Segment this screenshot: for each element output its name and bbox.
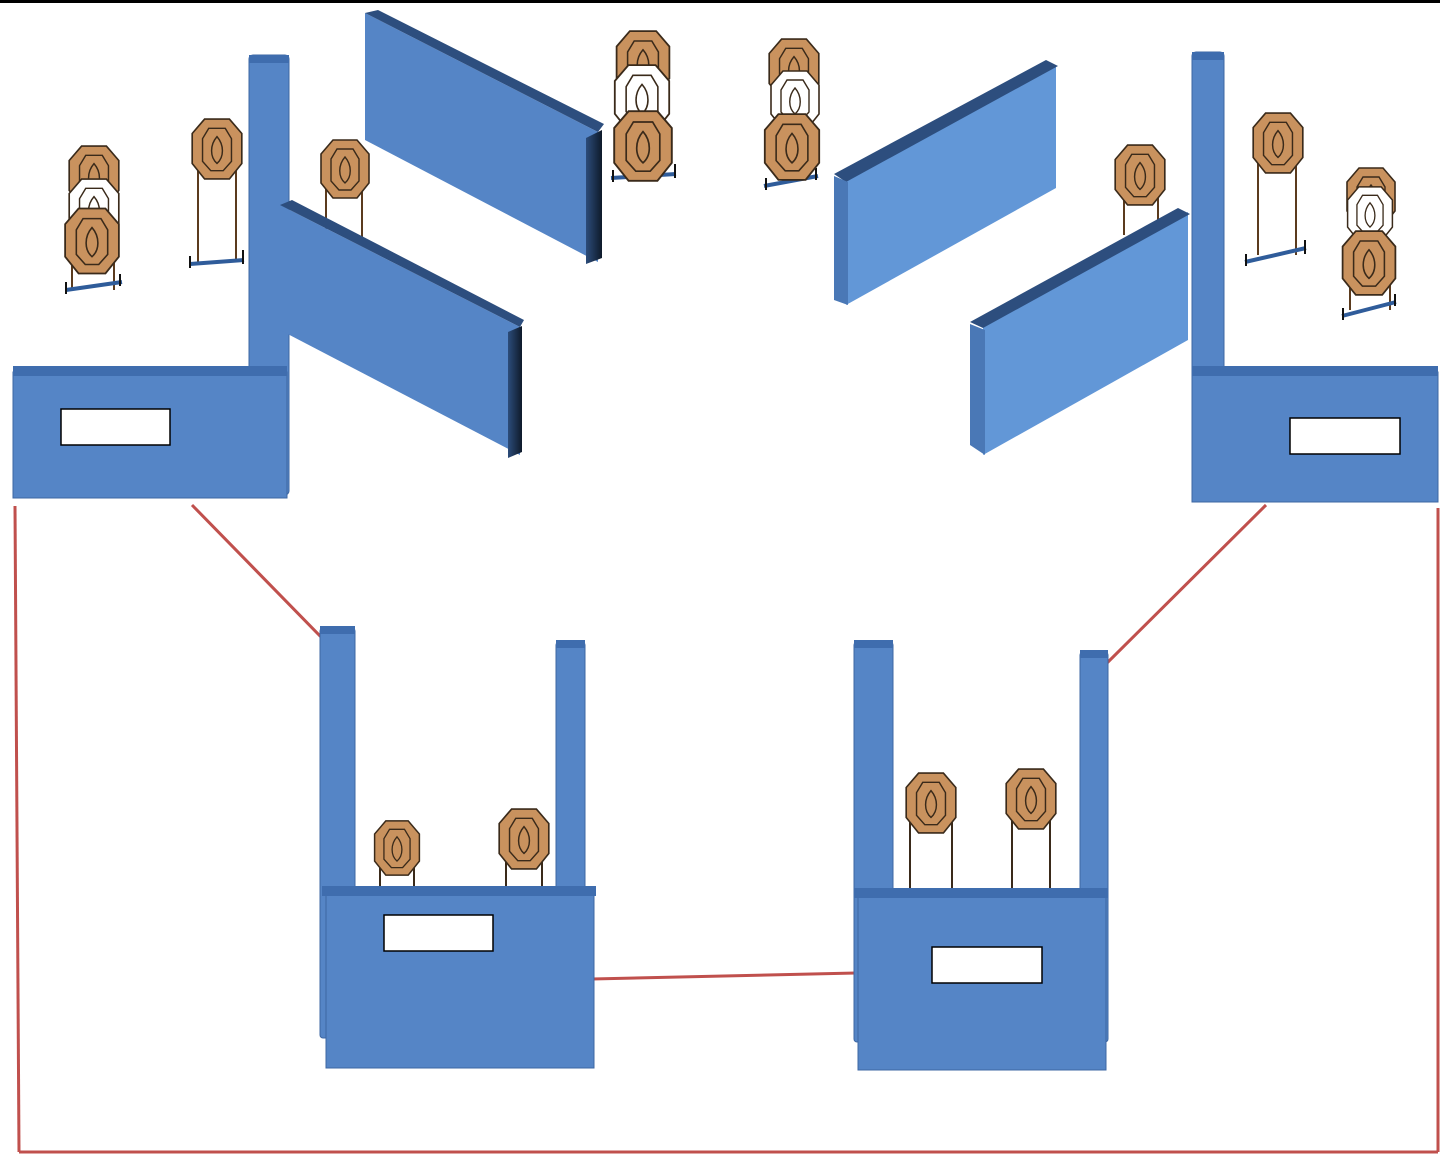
paper-target-icon — [905, 772, 957, 834]
paper-target-icon — [1252, 112, 1304, 174]
paper-target-icon — [613, 110, 673, 182]
target-group-far-right — [1341, 167, 1397, 320]
target-group-left-stand — [189, 118, 245, 268]
shooting-position-box-2 — [1191, 366, 1439, 503]
position-label-box — [1289, 417, 1401, 455]
paper-target-icon — [64, 207, 120, 275]
paper-target-icon — [1114, 144, 1166, 206]
target-group-center-right — [763, 38, 821, 190]
fault-line-diagonal-right — [1104, 503, 1268, 666]
fault-lines — [13, 503, 1440, 1154]
position-label-box — [383, 914, 494, 952]
paper-target-icon — [763, 113, 821, 181]
top-border-rule — [0, 0, 1440, 3]
paper-target-icon — [1005, 768, 1057, 830]
paper-target-icon — [191, 118, 243, 180]
target-group-center-left — [610, 30, 677, 182]
shooting-position-box-1 — [12, 366, 288, 499]
position-label-box — [60, 408, 171, 446]
fault-line-center — [591, 971, 857, 981]
position-label-box — [931, 946, 1043, 984]
paper-target-icon — [1341, 230, 1397, 296]
shooting-position-box-3 — [319, 626, 596, 1069]
barricade-wall-icon — [280, 200, 524, 458]
fault-line-left — [13, 505, 21, 1153]
target-group-right-stand — [1244, 112, 1307, 266]
fault-line-diagonal-left — [190, 503, 324, 640]
barricade-wall-icon — [970, 208, 1190, 455]
paper-target-icon — [373, 820, 421, 876]
barricade-wall-icon — [834, 60, 1058, 305]
paper-target-icon — [498, 808, 550, 870]
paper-target-icon — [320, 139, 370, 199]
shooting-position-box-4 — [853, 640, 1109, 1071]
barricade-wall-icon — [365, 10, 604, 264]
target-group-far-left — [64, 145, 123, 294]
